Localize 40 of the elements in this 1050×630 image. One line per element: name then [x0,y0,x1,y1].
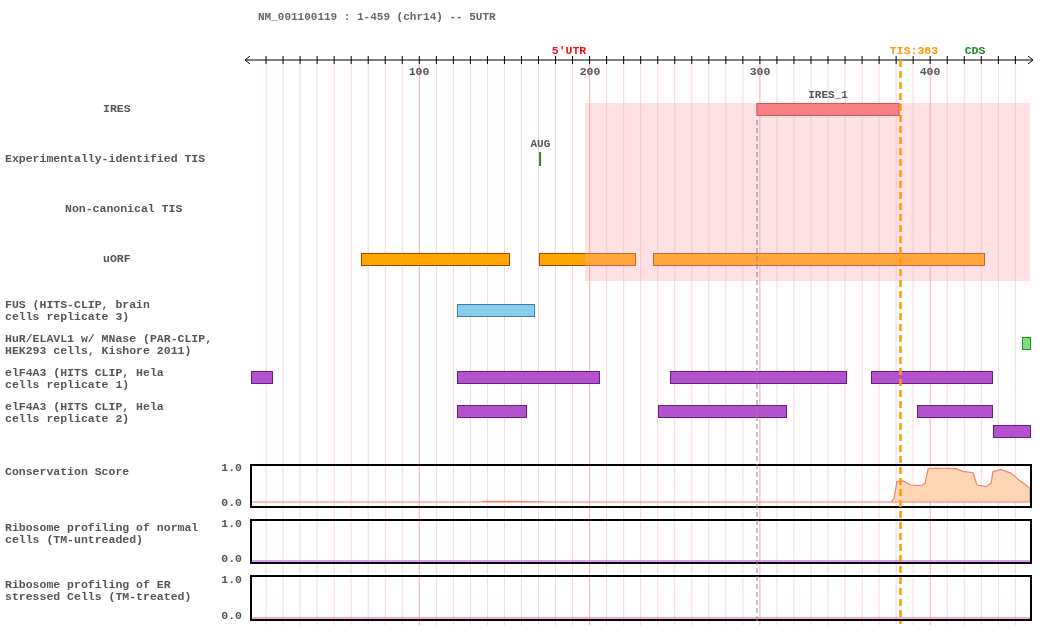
tis-label: TIS:383 [889,45,939,57]
feature-bar [361,253,510,266]
track-label: IRES [103,103,131,115]
y-tick-label: 1.0 [221,462,242,474]
track-label: HuR/ELAVL1 w/ MNase (PAR-CLIP, HEK293 cells, Kishore 2011) [5,333,214,357]
feature-bar [456,405,527,418]
y-tick-label: 0.0 [221,553,242,565]
page-title: NM_001100119 : 1-459 (chr14) -- 5UTR [258,10,496,25]
feature-bar [993,425,1031,438]
feature-bar [916,405,994,418]
track-label: FUS (HITS-CLIP, brain cells replicate 3) [5,299,151,323]
y-tick-label: 0.0 [221,610,242,622]
y-tick-label: 1.0 [221,574,242,586]
feature-bar [1022,337,1031,350]
axis-tick-label: 400 [919,66,941,78]
feature-label: AUG [530,138,551,150]
track-label: Ribosome profiling of ER stressed Cells (TM-treated) [5,579,193,603]
y-tick-label: 1.0 [221,518,242,530]
track-label: elF4A3 (HITS CLIP, Hela cells replicate 1) [5,367,165,391]
feature-bar [538,253,636,266]
track-label: Ribosome profiling of normal cells (TM-untreaded) [5,522,200,546]
axis-tick-label: 100 [408,66,430,78]
axis-tick-label: 200 [579,66,601,78]
track-label: Experimentally-identified TIS [5,153,206,165]
region-label: CDS [964,45,986,57]
feature-bar [456,304,536,317]
feature-bar [250,371,273,384]
track-label: Conservation Score [5,466,130,478]
feature-bar [456,371,600,384]
track-label: elF4A3 (HITS CLIP, Hela cells replicate 2) [5,401,165,425]
track-label: Non-canonical TIS [65,203,183,215]
feature-label: IRES_1 [808,89,848,101]
axis-tick-label: 300 [749,66,771,78]
feature-bar [669,371,847,384]
y-tick-label: 0.0 [221,497,242,509]
feature-bar [870,371,994,384]
feature-bar [657,405,788,418]
feature-bar [652,253,985,266]
track-label: uORF [103,253,131,265]
region-label: 5'UTR [551,45,587,57]
